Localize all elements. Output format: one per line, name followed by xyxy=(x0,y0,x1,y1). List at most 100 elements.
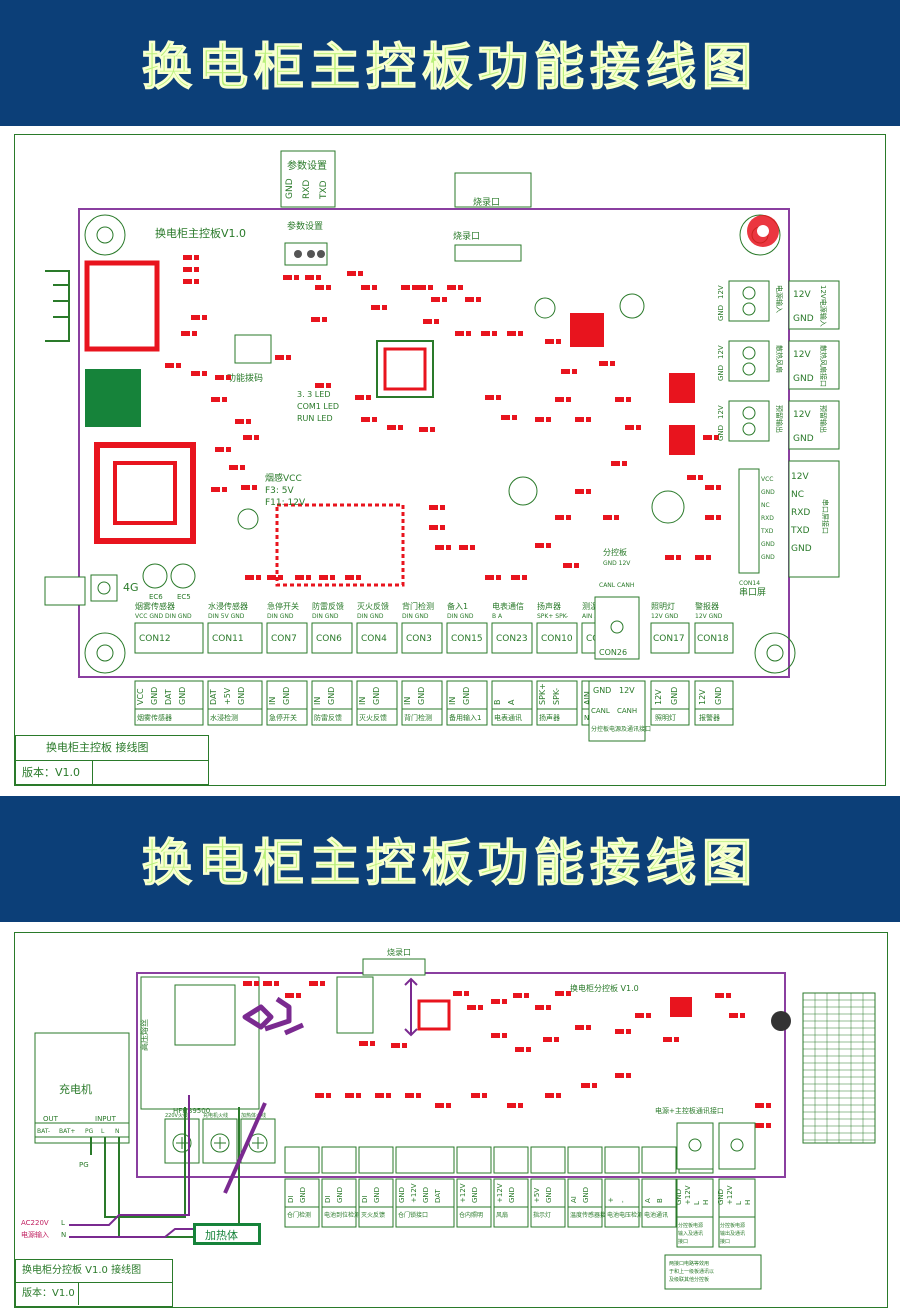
bus-label: 电源+主控板通讯接口 xyxy=(655,1106,724,1115)
fuse-note: F3: 5V xyxy=(265,486,295,496)
svg-text:12V: 12V xyxy=(717,405,725,419)
plug-pin: DAT xyxy=(164,689,173,705)
svg-text:VCC: VCC xyxy=(761,476,773,483)
svg-text:GND: GND xyxy=(336,1187,344,1203)
svg-text:分控板电源: 分控板电源 xyxy=(678,1222,703,1229)
svg-text:RXD: RXD xyxy=(761,515,774,522)
svg-text:220V火线: 220V火线 xyxy=(165,1112,188,1119)
mount-hole xyxy=(84,632,126,674)
svg-text:及级联其他分控板: 及级联其他分控板 xyxy=(669,1276,709,1283)
svg-text:加热体火线: 加热体火线 xyxy=(241,1112,266,1119)
antenna-trace xyxy=(45,270,70,342)
sub-connector: +-电池电压检测 xyxy=(604,1146,643,1228)
svg-text:GND: GND xyxy=(761,489,775,496)
svg-text:12V: 12V xyxy=(717,345,725,359)
svg-text:TXD: TXD xyxy=(790,526,810,536)
plug-pin: GND xyxy=(417,687,426,705)
param-header: 参数设置 GND RXD TXD xyxy=(280,150,336,208)
svg-text:GND: GND xyxy=(793,434,814,444)
plug-pin: GND xyxy=(150,687,159,705)
svg-text:输入及通讯: 输入及通讯 xyxy=(678,1230,703,1237)
svg-text:12V: 12V xyxy=(791,472,809,482)
svg-text:CON26: CON26 xyxy=(599,648,627,657)
smd-pads xyxy=(165,255,721,580)
svg-text:DI: DI xyxy=(287,1196,295,1203)
plug-pin: +5V xyxy=(223,687,232,705)
svg-text:GND: GND xyxy=(791,544,812,554)
connector-id: CON11 xyxy=(212,634,244,644)
plug-pin: GND xyxy=(178,687,187,705)
svg-text:+12V: +12V xyxy=(726,1185,734,1205)
connector-id: CON15 xyxy=(451,634,483,644)
svg-text:CON17: CON17 xyxy=(653,634,685,644)
plug-caption: 备用输入1 xyxy=(449,713,481,722)
svg-text:CANH: CANH xyxy=(617,707,637,715)
ac-pin: N xyxy=(61,1231,66,1239)
svg-text:GND: GND xyxy=(761,554,775,561)
svg-text:GND: GND xyxy=(717,1189,725,1205)
sub-board-diagram: 换电柜分控板 V1.0 烧录口 高压熔丝 220V火线充电机火线加热体火线 HF… xyxy=(21,947,876,1290)
svg-text:GND: GND xyxy=(793,374,814,384)
svg-text:12V: 12V xyxy=(619,686,635,695)
svg-text:RXD: RXD xyxy=(791,508,810,518)
svg-text:CANL CANH: CANL CANH xyxy=(599,582,634,589)
param-label: 参数设置 xyxy=(287,159,327,172)
svg-text:两接口电路等效用: 两接口电路等效用 xyxy=(669,1260,709,1267)
cap-label: EC6 xyxy=(149,593,163,601)
svg-text:报警器: 报警器 xyxy=(699,713,720,722)
svg-text:GND: GND xyxy=(508,1187,516,1203)
mount-hole xyxy=(754,632,796,674)
param-pin: GND xyxy=(285,178,295,199)
led-note: 3. 3 LED xyxy=(297,390,330,399)
sim-slot xyxy=(84,260,160,352)
param-label-board: 参数设置 xyxy=(287,220,323,232)
svg-text:GND: GND xyxy=(545,1187,553,1203)
main-board-diagram: 换电柜主控板V1.0 参数设置 GND RXD TXD 参数设置 烧录口 烧录口… xyxy=(44,150,840,742)
connector-id: CON4 xyxy=(361,634,387,644)
svg-text:预留输出: 预留输出 xyxy=(775,405,784,433)
svg-text:串口屏: 串口屏 xyxy=(739,587,766,598)
ac-line2: 电源输入 xyxy=(21,1230,49,1239)
plug-pin: SPK- xyxy=(552,688,561,705)
plug-caption: 扬声器 xyxy=(539,713,560,722)
led-note: RUN LED xyxy=(297,414,333,423)
svg-text:+12V: +12V xyxy=(459,1183,467,1203)
power-ic xyxy=(570,313,604,347)
svg-text:GND: GND xyxy=(593,686,611,695)
svg-text:分控板: 分控板 xyxy=(603,547,627,557)
svg-text:GND: GND xyxy=(582,1187,590,1203)
svg-text:+12V: +12V xyxy=(496,1183,504,1203)
svg-text:TXD: TXD xyxy=(760,528,774,535)
svg-text:GND: GND xyxy=(714,687,723,705)
svg-text:12V: 12V xyxy=(793,290,811,300)
relay-label: 高压熔丝 xyxy=(139,1019,149,1051)
charger-pin: L xyxy=(101,1128,105,1135)
svg-text:照明灯: 照明灯 xyxy=(651,601,675,611)
func-switch-label: 功能拨码 xyxy=(227,372,263,384)
svg-text:CON14: CON14 xyxy=(739,580,760,587)
charger-block: 充电机 OUT INPUT BAT- BAT+ PG L N PG xyxy=(34,1032,130,1169)
connector-pins: DIN GND xyxy=(402,613,429,620)
plug-caption: 防雷反馈 xyxy=(314,713,342,722)
connector-title: 背门检测 xyxy=(402,601,434,611)
connector-title: 急停开关 xyxy=(267,601,299,611)
svg-text:仓门锁接口: 仓门锁接口 xyxy=(398,1211,428,1219)
svg-text:CANL: CANL xyxy=(591,707,610,715)
title-block-2: 换电柜分控板 V1.0 接线图 版本：V1.0 xyxy=(15,1259,173,1307)
svg-text:+5V: +5V xyxy=(533,1188,541,1203)
svg-text:+12V: +12V xyxy=(684,1185,692,1205)
connector-title: 灭火反馈 xyxy=(357,601,389,611)
